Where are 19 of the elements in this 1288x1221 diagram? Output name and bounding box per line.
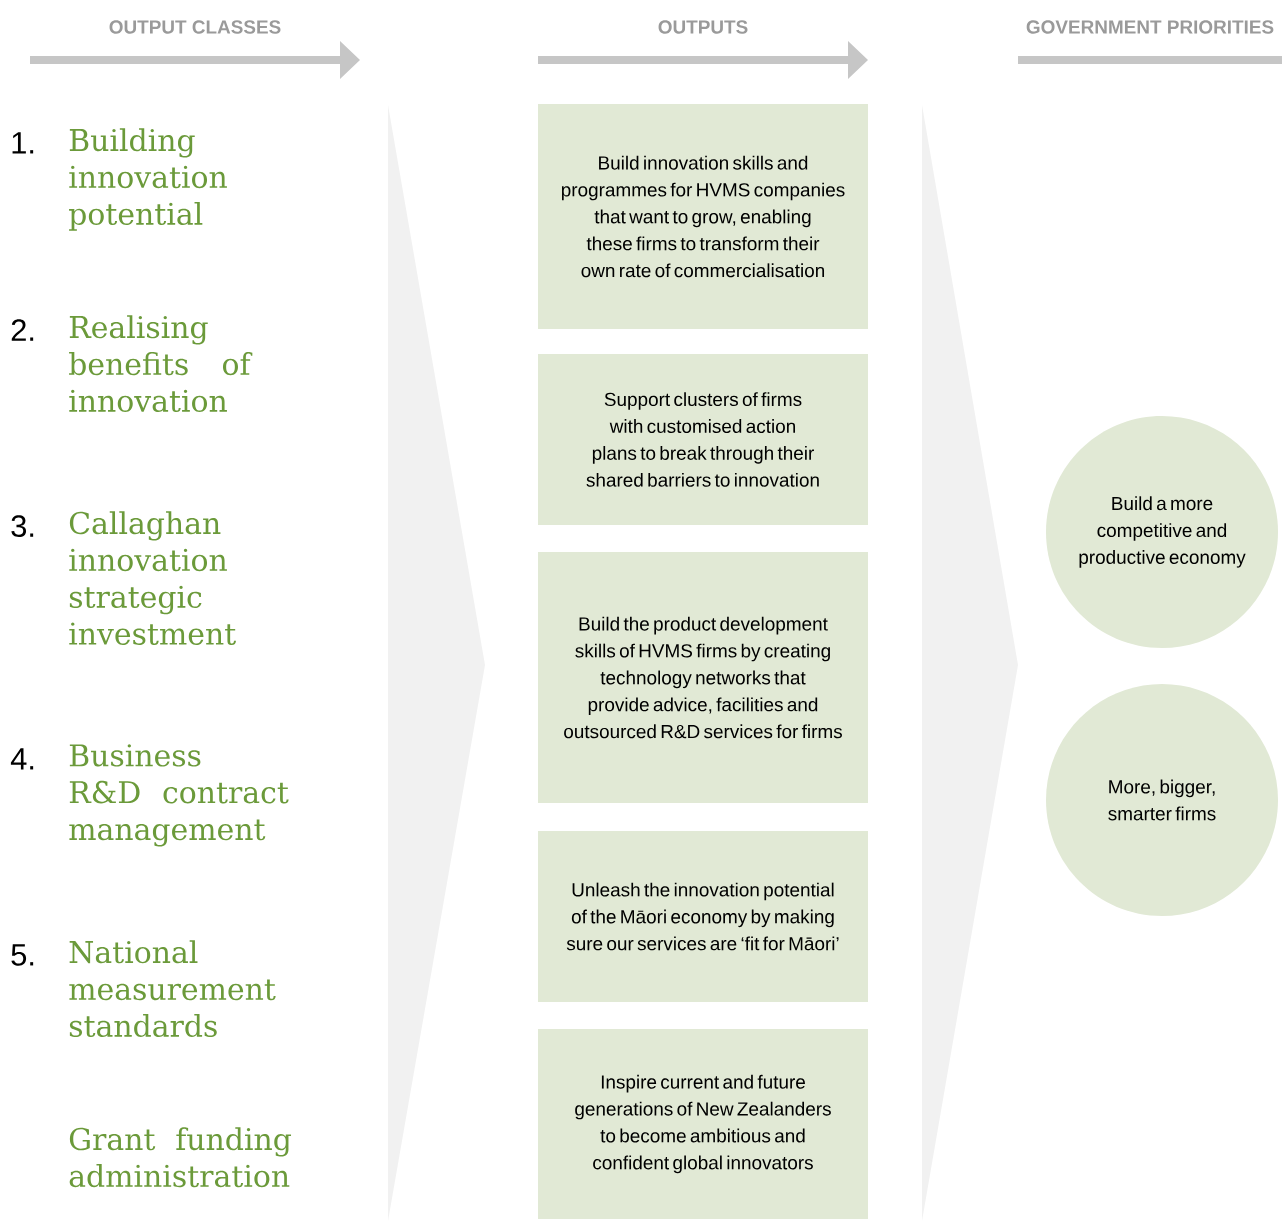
output-box: Inspire current and future generations of New Zealanders to become ambitious and confident global innovators (538, 1029, 868, 1219)
output-box: Build innovation skills and programmes for HVMS companies that want to grow, enabling these firms to transform their own rate of commercialisation (538, 104, 868, 329)
column-header: GOVERNMENT PRIORITIES (1026, 20, 1274, 34)
column-header: OUTPUTS (658, 20, 748, 34)
list-number: 2. (11, 319, 34, 341)
output-box: Support clusters of firms with customised action plans to break through their shared barriers to innovation (538, 354, 868, 525)
output-class-name: Building innovation potential (69, 128, 227, 231)
output-class-name: Realising benefits of innovation (69, 315, 253, 413)
list-number: 3. (11, 515, 34, 538)
output-box: Unleash the innovation potential of the Māori economy by making sure our services are ‘fit for Māori’ (538, 831, 868, 1002)
output-class-name: Callaghan innovation strategic investment (69, 511, 236, 645)
list-number: 5. (11, 944, 34, 966)
output-class-name: Business R&D contract management (69, 744, 289, 847)
output-box: Build the product development skills of HVMS firms by creating technology networks that provide advice, facilities and outsourced R&D services for firms (538, 552, 868, 803)
list-number: 4. (10, 748, 34, 770)
output-class-name: National measurement standards (69, 940, 276, 1038)
column-header: OUTPUT CLASSES (109, 20, 281, 34)
list-number: 1. (12, 132, 34, 154)
output-class-name: Grant funding administration (69, 1127, 291, 1188)
